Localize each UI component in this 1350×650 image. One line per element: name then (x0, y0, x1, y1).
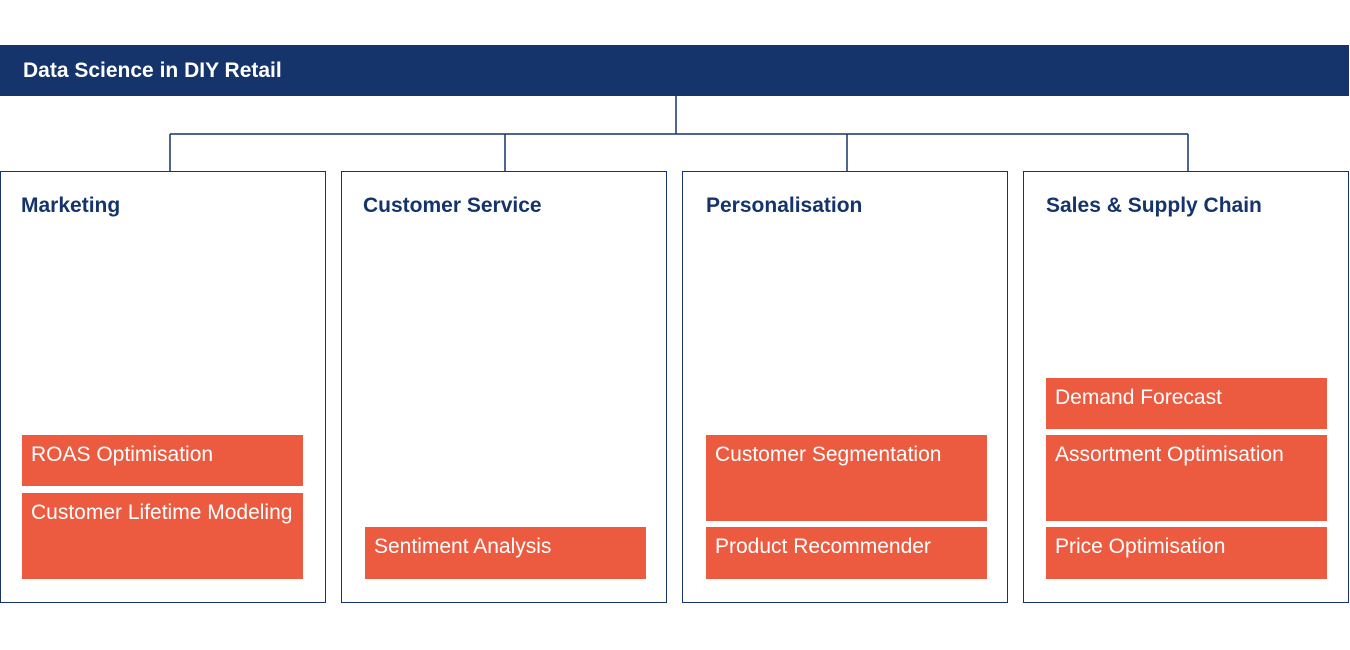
item-price-optimisation: Price Optimisation (1046, 527, 1327, 579)
diagram-title: Data Science in DIY Retail (23, 58, 282, 82)
panel-sales-supply-chain: Sales & Supply Chain Demand Forecast Ass… (1023, 171, 1349, 603)
item-customer-lifetime-modeling: Customer Lifetime Modeling (22, 493, 303, 579)
item-sentiment-analysis: Sentiment Analysis (365, 527, 646, 579)
item-roas-optimisation: ROAS Optimisation (22, 435, 303, 486)
item-assortment-optimisation: Assortment Optimisation (1046, 435, 1327, 521)
panel-title: Personalisation (706, 194, 863, 217)
panel-marketing: Marketing ROAS Optimisation Customer Lif… (0, 171, 326, 603)
panel-customer-service: Customer Service Sentiment Analysis (341, 171, 667, 603)
header-bar: Data Science in DIY Retail (0, 45, 1349, 96)
item-demand-forecast: Demand Forecast (1046, 378, 1327, 429)
item-product-recommender: Product Recommender (706, 527, 987, 579)
panel-title: Marketing (21, 194, 121, 217)
panel-personalisation: Personalisation Customer Segmentation Pr… (682, 171, 1008, 603)
panel-title: Customer Service (363, 194, 542, 217)
item-customer-segmentation: Customer Segmentation (706, 435, 987, 521)
panel-title: Sales & Supply Chain (1046, 194, 1262, 217)
